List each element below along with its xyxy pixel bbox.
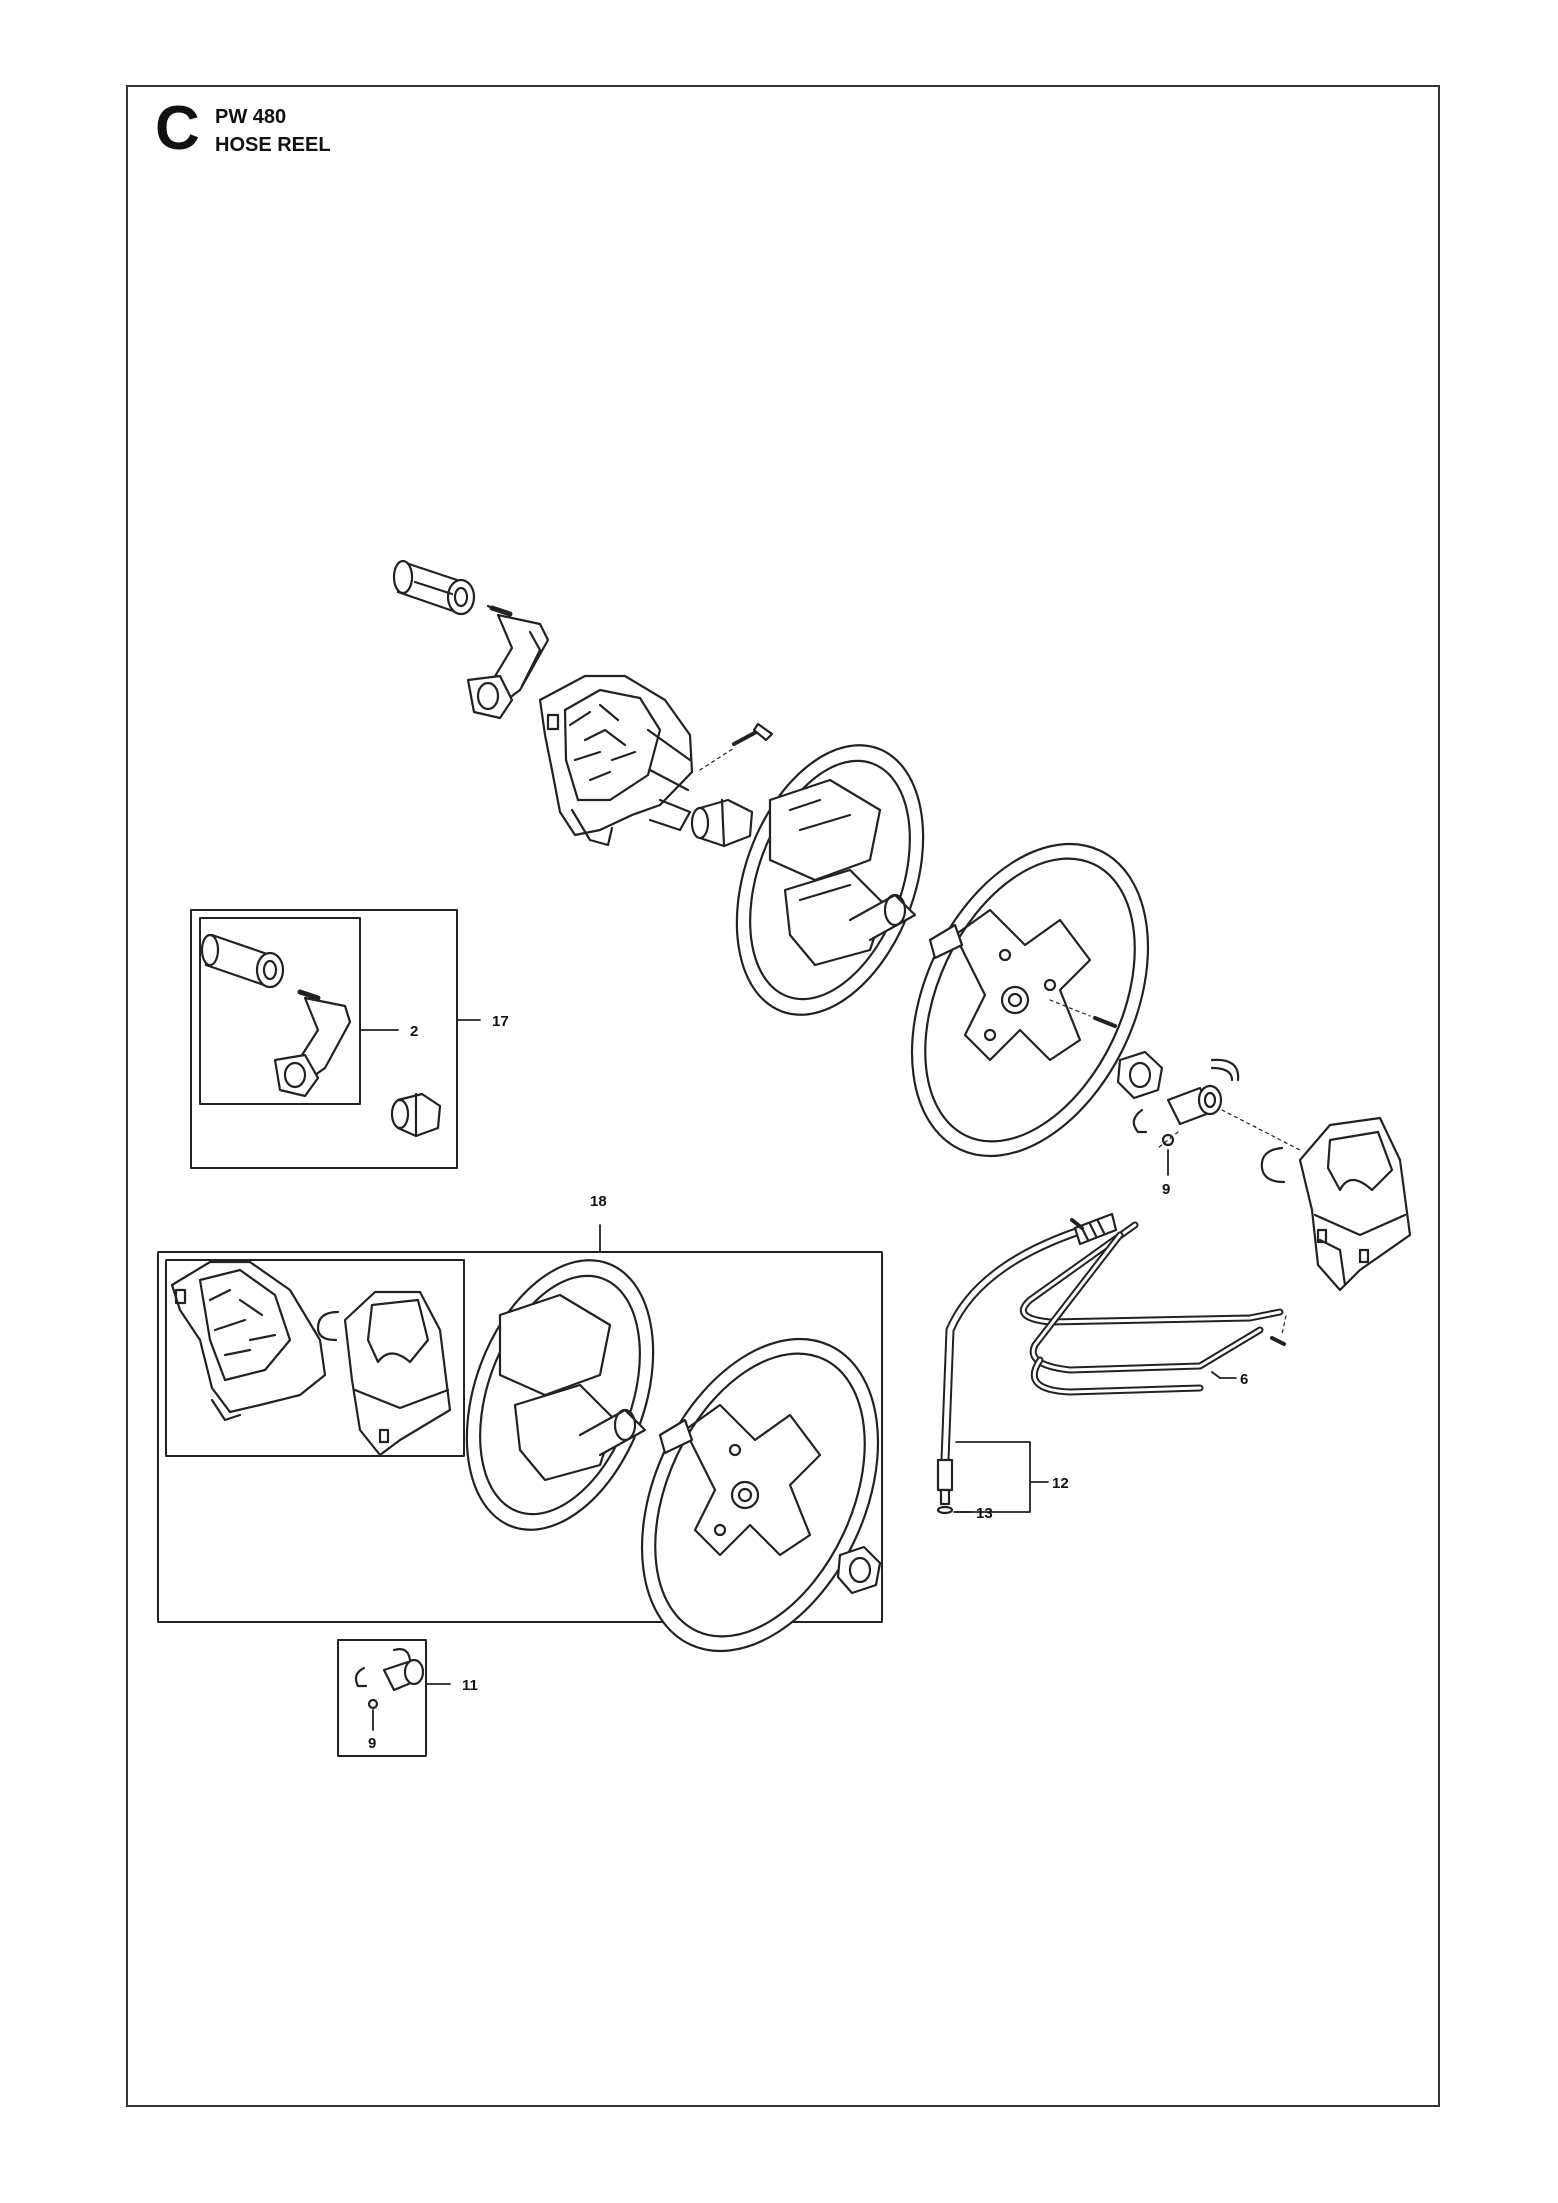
swivel-joint — [1132, 1058, 1240, 1149]
callout-12: 12 — [1052, 1475, 1069, 1492]
kit-hex-bushing — [390, 1092, 442, 1138]
kit-bracket-box — [165, 1259, 465, 1457]
kit-pin — [297, 989, 321, 1001]
hex-bushing — [690, 798, 754, 848]
retaining-clip — [1221, 1109, 1301, 1184]
callout-6: 6 — [1240, 1371, 1248, 1388]
guide-screw — [1070, 1218, 1287, 1346]
page-frame — [126, 85, 1440, 2107]
reel-drum — [735, 744, 925, 1016]
callout-18: 18 — [590, 1193, 607, 1210]
grip-pin — [486, 604, 513, 617]
kit-reel-drum — [465, 1259, 655, 1531]
kit-17-box — [190, 909, 458, 1169]
kit-reel-flange — [640, 1337, 880, 1653]
right-reel-bracket — [1298, 1116, 1412, 1292]
model-title: PW 480 — [215, 106, 287, 128]
kit-11-box — [337, 1639, 427, 1757]
kit-swivel-joint — [354, 1648, 425, 1710]
section-letter: C — [155, 94, 200, 163]
kit-crank-grip — [200, 933, 285, 989]
hose — [936, 1212, 1118, 1515]
hex-nut — [1116, 1050, 1164, 1100]
callout-13: 13 — [976, 1505, 993, 1522]
kit-left-bracket — [170, 1260, 327, 1422]
kit-18-box — [157, 1251, 883, 1623]
leader-lines — [359, 1019, 1237, 1731]
kit-2-box — [199, 917, 361, 1105]
bracket-screw — [699, 722, 774, 771]
kit-clip — [316, 1310, 340, 1342]
callout-11: 11 — [462, 1677, 478, 1694]
callout-9-kit: 9 — [368, 1735, 376, 1752]
callout-17: 17 — [492, 1013, 509, 1030]
kit-hex-nut — [836, 1545, 882, 1595]
kit-crank-arm — [273, 996, 352, 1098]
left-reel-bracket — [538, 674, 694, 847]
kit-right-bracket — [343, 1290, 452, 1457]
flange-screw — [1049, 999, 1117, 1028]
callout-9-main: 9 — [1162, 1181, 1170, 1198]
crank-grip — [392, 559, 476, 616]
crank-arm — [466, 613, 550, 720]
callout-2: 2 — [410, 1023, 418, 1040]
reel-flange — [910, 842, 1150, 1158]
hose-guide — [1019, 1221, 1284, 1396]
diagram-title: HOSE REEL — [215, 134, 331, 156]
